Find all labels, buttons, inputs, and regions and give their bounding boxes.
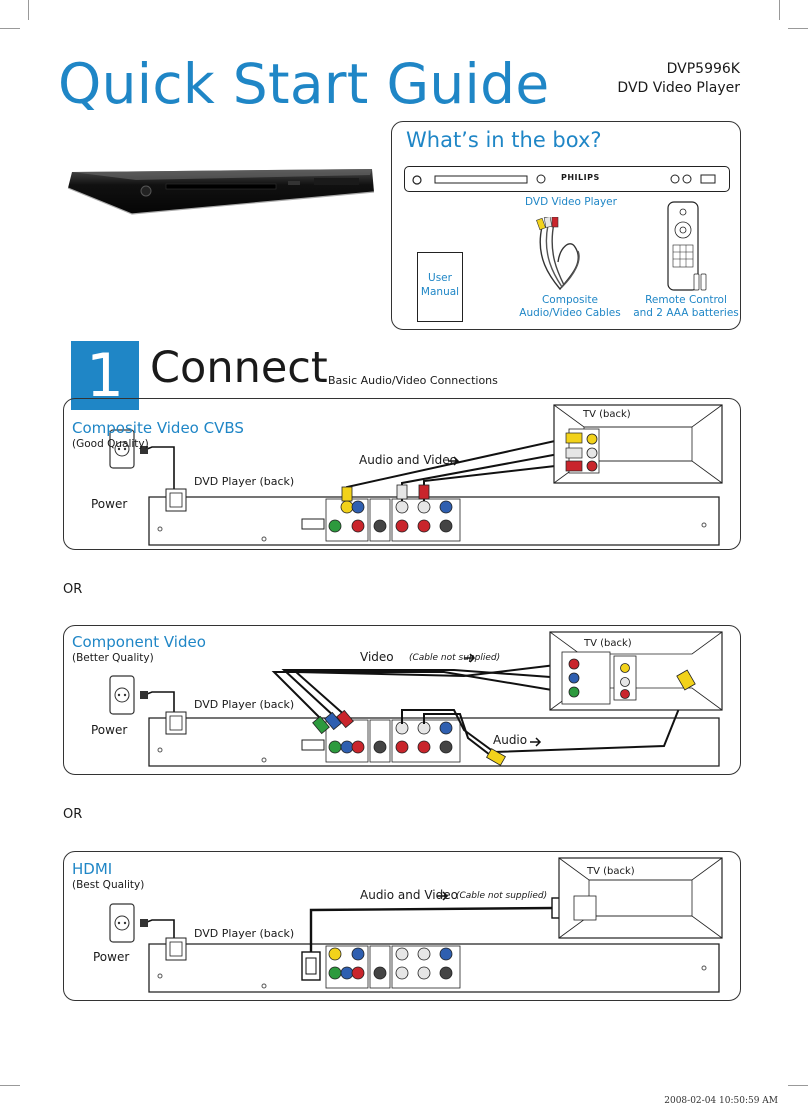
composite-panel: Composite Video CVBS (Good Quality) Powe… [63, 398, 741, 550]
component-panel: Component Video (Better Quality) Power D… [63, 625, 741, 775]
component-player-label: DVD Player (back) [194, 698, 295, 711]
hdmi-tv-label: TV (back) [587, 866, 635, 877]
dvd-player-photo [67, 169, 375, 215]
remote-caption-line2: and 2 AAA batteries [633, 307, 739, 319]
remote-caption-line1: Remote Control [645, 294, 727, 306]
box-contents-title: What’s in the box? [406, 128, 602, 152]
component-diagram [109, 631, 723, 767]
crop-mark [779, 0, 780, 20]
step-title: Connect [150, 343, 328, 393]
box-contents-panel: What’s in the box? PHILIPS DVD Video Pla… [391, 121, 741, 330]
composite-tv-label: TV (back) [583, 409, 631, 420]
model-number: DVP5996K [666, 61, 740, 77]
component-cable-label: Video [360, 650, 394, 664]
hdmi-title: HDMI [72, 860, 113, 878]
or-separator: OR [63, 582, 83, 597]
cables-caption-line1: Composite [541, 294, 599, 306]
composite-cable-label: Audio and Video [359, 453, 457, 467]
composite-diagram [109, 404, 723, 546]
hdmi-cable-note: (Cable not supplied) [456, 891, 548, 901]
component-audio-label: Audio [493, 733, 528, 747]
player-front-drawing: PHILIPS [404, 166, 730, 192]
print-timestamp: 2008-02-04 10:50:59 AM [664, 1096, 778, 1106]
crop-mark [0, 1085, 20, 1086]
manual-label-line1: User [428, 272, 452, 284]
crop-mark [0, 28, 20, 29]
player-caption: DVD Video Player [525, 196, 617, 208]
hdmi-diagram [109, 857, 723, 993]
composite-title: Composite Video CVBS [72, 419, 244, 437]
component-quality: (Better Quality) [72, 652, 154, 664]
component-tv-label: TV (back) [584, 638, 632, 649]
or-separator: OR [63, 807, 83, 822]
component-power-label: Power [91, 723, 128, 737]
model-block: DVP5996K DVD Video Player [617, 60, 740, 98]
composite-quality: (Good Quality) [72, 438, 149, 450]
crop-mark [788, 28, 808, 29]
hdmi-cable-label: Audio and Video [360, 888, 458, 902]
page-title: Quick Start Guide [58, 52, 550, 116]
crop-mark [28, 0, 29, 20]
component-title: Component Video [72, 633, 206, 651]
brand-logo: PHILIPS [561, 173, 600, 182]
product-name: DVD Video Player [617, 80, 740, 96]
step-subtitle: Basic Audio/Video Connections [328, 374, 498, 387]
component-cable-note: (Cable not supplied) [409, 653, 501, 663]
remote-control-drawing [667, 201, 707, 291]
cables-caption: Composite Audio/Video Cables [510, 294, 630, 320]
hdmi-panel: HDMI (Best Quality) Power DVD Player (ba… [63, 851, 741, 1001]
cables-caption-line2: Audio/Video Cables [519, 307, 621, 319]
composite-player-label: DVD Player (back) [194, 475, 295, 488]
hdmi-power-label: Power [93, 950, 130, 964]
manual-label-line2: Manual [420, 286, 460, 298]
crop-mark [788, 1085, 808, 1086]
hdmi-player-label: DVD Player (back) [194, 927, 295, 940]
remote-caption: Remote Control and 2 AAA batteries [630, 294, 742, 320]
hdmi-quality: (Best Quality) [72, 879, 145, 891]
composite-power-label: Power [91, 497, 128, 511]
av-cables-drawing [536, 217, 580, 291]
player-front-svg [412, 174, 716, 185]
